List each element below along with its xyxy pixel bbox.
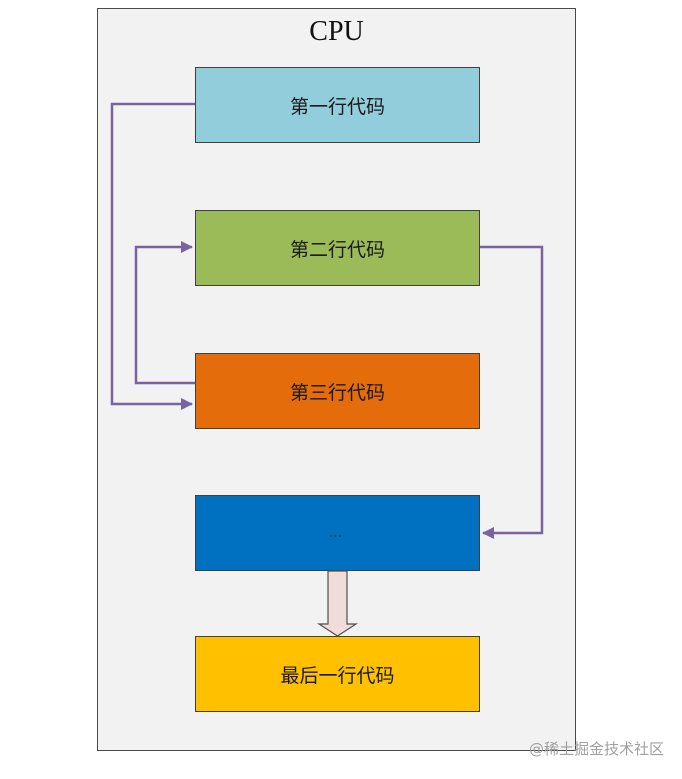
last-code-line-label: 最后一行代码: [280, 664, 395, 687]
last-code-line-box: 最后一行代码: [195, 636, 480, 712]
watermark: @稀土掘金技术社区: [528, 740, 664, 758]
code-line-2-label: 第二行代码: [289, 238, 385, 261]
ellipsis-label: …: [328, 525, 347, 541]
code-line-1-label: 第一行代码: [289, 95, 385, 118]
code-line-1-box: 第一行代码: [195, 67, 480, 143]
code-line-2-box: 第二行代码: [195, 210, 480, 286]
cpu-title: CPU: [309, 16, 364, 47]
ellipsis-box: …: [195, 495, 480, 571]
down-arrow-icon: [316, 570, 359, 637]
code-line-3-box: 第三行代码: [195, 353, 480, 429]
connector-line3-to-line2: [134, 241, 195, 385]
code-line-3-label: 第三行代码: [289, 381, 385, 404]
connector-line2-to-ellipsis: [480, 245, 544, 539]
connector-line1-to-line3: [110, 102, 195, 410]
